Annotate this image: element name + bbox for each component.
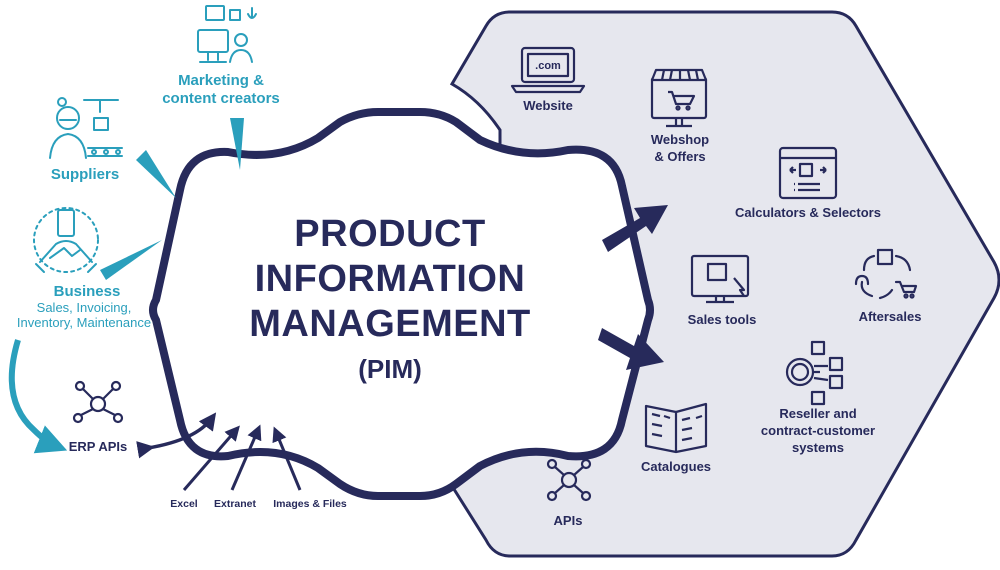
business-erp-arrow <box>8 339 68 454</box>
suppliers-label: Suppliers <box>50 166 120 183</box>
erp-network-icon <box>72 380 124 424</box>
pim-abbreviation: (PIM) <box>358 354 422 384</box>
suppliers-icon <box>49 97 123 159</box>
business-label: Business <box>53 283 121 300</box>
apis-label: APIs <box>553 513 583 528</box>
calculators-label: Calculators & Selectors <box>735 205 881 220</box>
extranet-label: Extranet <box>213 498 256 510</box>
reseller-euro-icon <box>785 340 844 406</box>
business-description: Sales, Invoicing, Inventory, Maintenance <box>16 300 152 330</box>
pim-title-line-3: MANAGEMENT <box>249 303 531 345</box>
suppliers-arrow <box>136 150 176 198</box>
business-arrow <box>100 240 162 280</box>
apis-network-icon <box>546 458 592 502</box>
excel-arrow <box>182 425 240 491</box>
sales-tools-label: Sales tools <box>687 312 757 327</box>
calculators-selectors-icon <box>778 146 838 200</box>
website-screen-text: .com <box>535 60 561 72</box>
webshop-store-icon <box>650 68 708 128</box>
pim-title: PRODUCT INFORMATION MANAGEMENT <box>220 212 560 347</box>
pim-hexagon <box>149 108 654 500</box>
pim-title-line-1: PRODUCT <box>294 213 486 255</box>
reseller-label: Reseller and contract-customer systems <box>760 406 876 455</box>
aftersales-cycle-icon <box>854 248 918 300</box>
marketing-creators-icon <box>197 5 257 63</box>
images-files-label: Images & Files <box>273 498 347 510</box>
website-laptop-icon <box>510 46 586 94</box>
webshop-label: Webshop & Offers <box>650 132 710 164</box>
marketing-label: Marketing & content creators <box>162 72 280 107</box>
output-arrow-top <box>602 205 668 252</box>
business-handshake-icon <box>33 207 99 273</box>
excel-label: Excel <box>170 498 198 510</box>
erp-bidirectional-arrow <box>136 412 217 459</box>
sales-tools-icon <box>690 254 750 304</box>
erp-apis-label: ERP APIs <box>68 439 128 454</box>
output-arrow-bottom <box>598 328 664 370</box>
pim-title-line-2: INFORMATION <box>254 258 526 300</box>
extranet-arrow <box>230 424 262 491</box>
catalogues-book-icon <box>644 402 708 454</box>
marketing-arrow <box>230 118 244 170</box>
catalogues-label: Catalogues <box>640 459 712 474</box>
images-files-arrow <box>272 426 302 491</box>
aftersales-label: Aftersales <box>858 309 922 324</box>
website-label: Website <box>523 98 573 113</box>
